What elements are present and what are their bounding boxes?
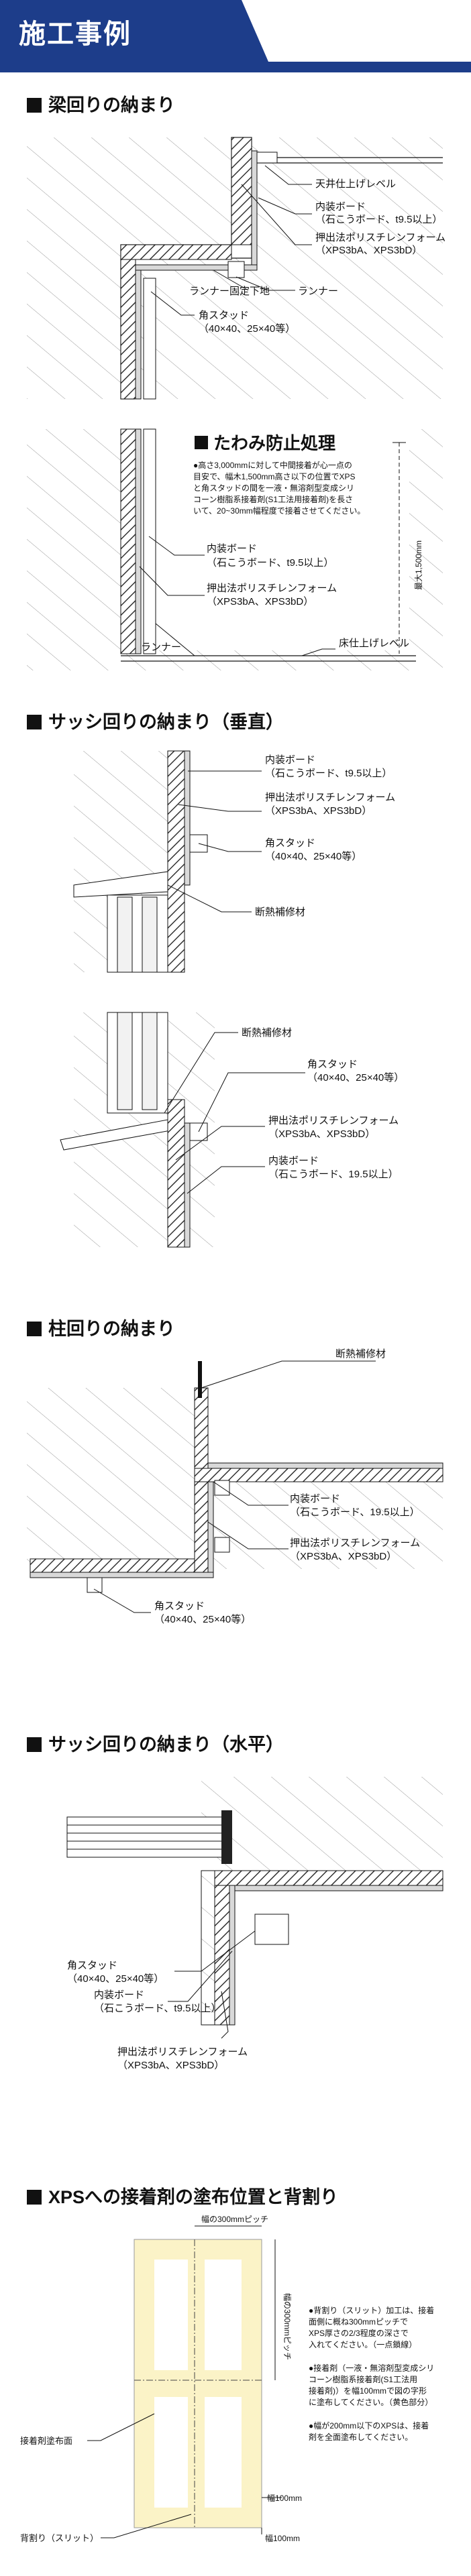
label-xps-spec: （XPS3bA、XPS3bD） [315,245,422,256]
sv2-insul: 断熱補修材 [242,1027,292,1039]
xps-board [231,137,252,245]
col-insul: 断熱補修材 [335,1348,386,1360]
deflection-xps: 押出法ポリスチレンフォーム [207,583,337,594]
title-banner [0,0,268,62]
deflection-note-line: コーン樹脂系接着剤(S1工法用接着剤)を長さ [193,494,353,504]
deflection-floor-level: 床仕上げレベル [339,638,409,649]
sv-stud-spec: （40×40、25×40等） [265,850,362,862]
adh-note2: コーン樹脂系接着剤(S1工法用 [309,2374,417,2384]
sv2-board-spec: （石こうボード、19.5以上） [268,1169,399,1180]
sv-xps-spec: （XPS3bA、XPS3bD） [265,805,372,817]
sh-stud-spec: （40×40、25×40等） [67,1973,164,1985]
label-stud: 角スタッド [199,310,249,321]
adh-note2: に塗布してください。（黄色部分） [309,2397,433,2407]
sv2-xps-spec: （XPS3bA、XPS3bD） [268,1128,375,1140]
sv2-board: 内装ボード [268,1155,319,1167]
adh-note1: 入れてください。（一点鎖線） [309,2339,417,2349]
col-stud: 角スタッド [154,1600,205,1612]
xps-board [120,428,136,654]
label-stud-spec: （40×40、25×40等） [199,323,295,335]
adh-pitch-h: 幅の300mmピッチ [201,2214,268,2224]
sash-horizontal-diagram: 角スタッド （40×40、25×40等） 内装ボード （石こうボード、t9.5以… [66,1777,443,2071]
column-heading: 柱回りの納まり [27,1314,175,1340]
sh-board: 内装ボード [94,1989,144,2001]
beam-diagram: 天井仕上げレベル 内装ボード （石こうボード、t9.5以上） 押出法ポリスチレン… [27,137,446,400]
label-xps: 押出法ポリスチレンフォーム [315,232,446,243]
label-board: 内装ボード [315,201,366,213]
adh-note1: 面側に概ね300mmピッチで [309,2317,408,2327]
sash-vertical-lower-diagram: 断熱補修材 角スタッド （40×40、25×40等） 押出法ポリスチレンフォーム… [60,1012,404,1248]
adh-area-label: 接着剤塗布面 [20,2436,72,2446]
deflection-board: 内装ボード [207,543,257,554]
label-board-spec: （石こうボード、t9.5以上） [315,214,442,225]
deflection-runner: ランナー [141,642,181,653]
adh-note1: XPS厚さの2/3程度の深さで [309,2328,409,2338]
sv-board-spec: （石こうボード、t9.5以上） [265,768,392,779]
adhesive-heading: XPSへの接着剤の塗布位置と背割り [27,2182,338,2209]
title-underline [0,62,471,72]
col-board: 内装ボード [290,1493,340,1505]
adh-note1: ●背割り（スリット）加工は、接着 [309,2305,434,2315]
adh-note3: ●幅が200mm以下のXPSは、接着 [309,2420,429,2431]
xps-board [167,750,185,973]
col-xps: 押出法ポリスチレンフォーム [290,1537,420,1549]
adh-pitch-v: 幅の300mmピッチ [282,2293,293,2360]
xps-board [167,1099,185,1248]
adh-slit-label: 背割り（スリット） [20,2533,99,2543]
deflection-xps-spec: （XPS3bA、XPS3bD） [207,596,313,607]
sv2-stud-spec: （40×40、25×40等） [307,1071,404,1084]
sh-xps: 押出法ポリスチレンフォーム [117,2046,248,2058]
adhesive-diagram: 幅の300mmピッチ 幅の300mmピッチ 幅100mm 幅100mm 接着剤塗… [20,2214,434,2543]
xps-board [194,1387,209,1482]
adh-w100: 幅100mm [267,2493,302,2503]
adh-note3: 剤を全面塗布してください。 [309,2432,413,2442]
sv-xps: 押出法ポリスチレンフォーム [265,792,395,803]
adh-w100b: 幅100mm [265,2533,300,2543]
sv2-stud: 角スタッド [307,1059,358,1070]
label-runner: ランナー [298,286,338,297]
deflection-diagram: たわみ防止処理 ●高さ3,000mmに対して中間接着が心一点の 目安で、幅木1,… [27,428,443,670]
sv-stud: 角スタッド [265,837,315,849]
adh-note2: 接着剤)）を幅100mmで図の字形 [309,2386,427,2396]
deflection-height-dim: 最大1,500mm [414,540,423,590]
xps-board [214,1870,230,2026]
sash-horizontal-heading: サッシ回りの納まり（水平） [27,1730,284,1756]
label-runner-base: ランナー固定下地 [189,286,270,297]
deflection-note-line: いて、20~30mm幅程度で接着させてください。 [193,506,365,516]
deflection-note-line: 目安で、幅木1,500mm高さ以下の位置でXPS [193,471,356,481]
deflection-board-spec: （石こうボード、t9.5以上） [207,557,333,569]
sash-vertical-heading: サッシ回りの納まり（垂直） [27,707,284,734]
col-stud-spec: （40×40、25×40等） [154,1613,251,1625]
beam-heading: 梁回りの納まり [27,91,175,117]
sh-xps-spec: （XPS3bA、XPS3bD） [117,2060,224,2071]
deflection-title: たわみ防止処理 [213,433,335,453]
col-xps-spec: （XPS3bA、XPS3bD） [290,1551,397,1562]
sv2-xps: 押出法ポリスチレンフォーム [268,1115,399,1126]
sash-vertical-upper-diagram: 内装ボード （石こうボード、t9.5以上） 押出法ポリスチレンフォーム （XPS… [73,750,395,973]
col-board-spec: （石こうボード、19.5以上） [290,1507,420,1518]
sh-board-spec: （石こうボード、t9.5以上） [94,2003,221,2014]
page-title: 施工事例 [19,19,132,49]
adh-note2: ●接着剤（一液・無溶剤型変成シリ [309,2363,434,2373]
deflection-note-line: ●高さ3,000mmに対して中間接着が心一点の [193,460,352,470]
sv-board: 内装ボード [265,754,315,766]
label-ceiling-level: 天井仕上げレベル [315,178,396,190]
sh-stud: 角スタッド [67,1960,117,1971]
sv-insul: 断熱補修材 [255,906,305,918]
xps-panel [134,2239,262,2528]
deflection-note-line: と角スタッドの間を一液・無溶剤型変成シリ [193,483,354,493]
column-diagram: 断熱補修材 内装ボード （石こうボード、19.5以上） 押出法ポリスチレンフォー… [27,1348,443,1625]
